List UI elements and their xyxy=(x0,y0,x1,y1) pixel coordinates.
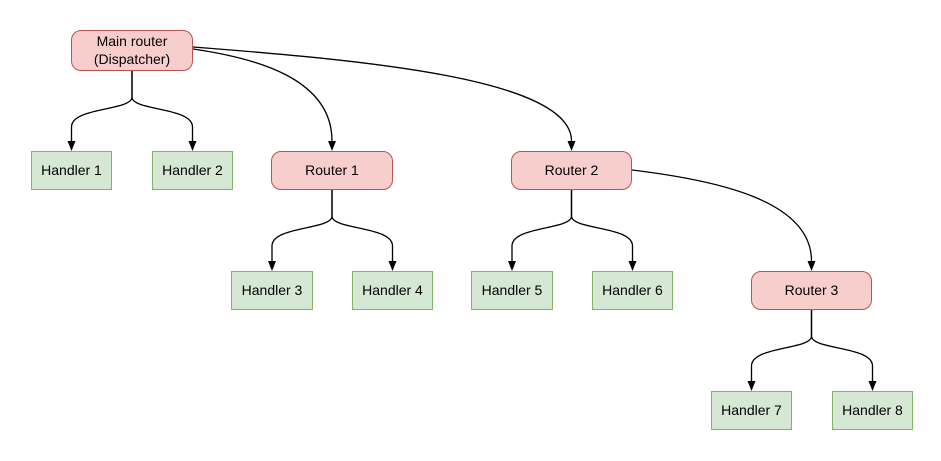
edge-router2-router3 xyxy=(631,169,816,271)
node-handler-8[interactable]: Handler 8 xyxy=(832,391,913,430)
node-handler-3[interactable]: Handler 3 xyxy=(231,271,313,310)
edge-main-router1 xyxy=(192,48,336,151)
edge-router1-handler3 xyxy=(268,190,333,271)
node-handler-4[interactable]: Handler 4 xyxy=(352,271,433,310)
node-handler-6[interactable]: Handler 6 xyxy=(592,271,673,310)
node-handler-2[interactable]: Handler 2 xyxy=(152,151,233,190)
node-main-router[interactable]: Main router (Dispatcher) xyxy=(71,30,193,71)
edge-router2-handler6 xyxy=(570,190,637,271)
edge-router1-handler4 xyxy=(331,190,397,271)
edge-router3-handler7 xyxy=(747,310,813,391)
edge-router2-handler5 xyxy=(508,190,573,271)
node-router-1[interactable]: Router 1 xyxy=(271,151,393,190)
node-handler-7[interactable]: Handler 7 xyxy=(711,391,792,430)
edge-main-handler2 xyxy=(131,71,197,151)
node-router-3[interactable]: Router 3 xyxy=(751,271,872,310)
node-handler-5[interactable]: Handler 5 xyxy=(471,271,553,310)
edge-main-handler1 xyxy=(67,71,133,151)
edge-router3-handler8 xyxy=(810,310,877,391)
node-router-2[interactable]: Router 2 xyxy=(511,151,632,190)
node-handler-1[interactable]: Handler 1 xyxy=(31,151,112,190)
edge-main-router2 xyxy=(192,46,576,151)
